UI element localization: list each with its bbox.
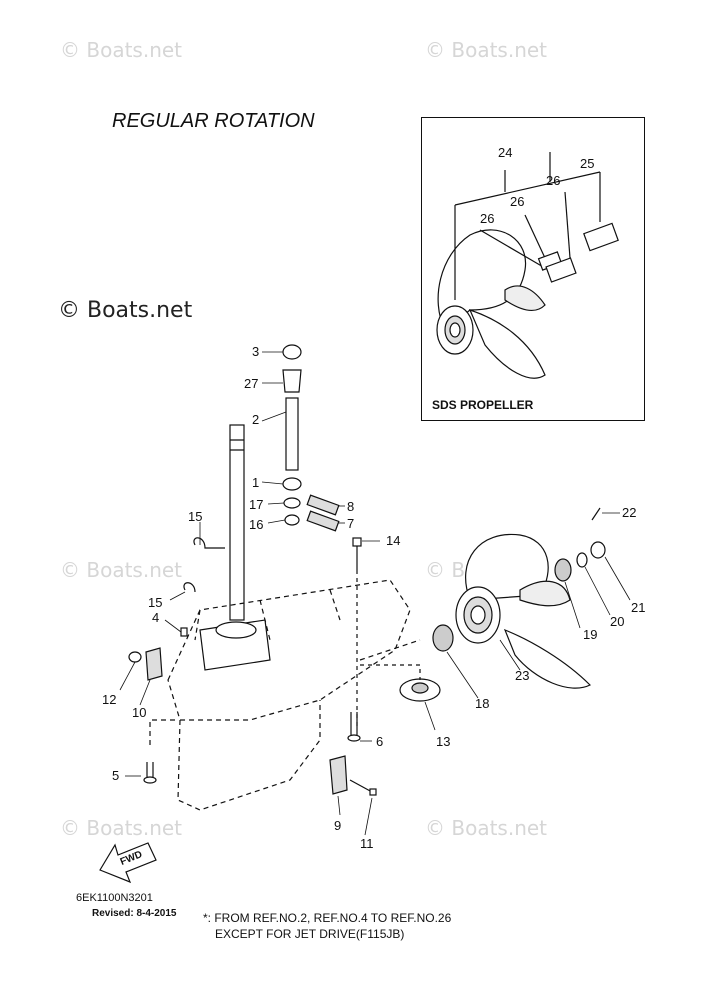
callout-20: 20 <box>610 614 625 629</box>
watermark: © Boats.net <box>60 558 183 582</box>
callout-3: 3 <box>252 344 260 359</box>
callout-13: 13 <box>436 734 451 749</box>
leader-lines <box>119 351 631 836</box>
bolt-part-11 <box>349 779 377 796</box>
watermark: © Boats.net <box>425 38 548 62</box>
main-propeller <box>455 533 592 689</box>
thrust-washer-13 <box>399 678 441 702</box>
callout-27: 27 <box>244 376 259 391</box>
callout-17: 17 <box>249 497 264 512</box>
water-pump-housing <box>199 619 271 671</box>
watermark-main: © Boats.net <box>58 298 193 323</box>
diagram-title: REGULAR ROTATION <box>112 110 315 132</box>
watermark: © Boats.net <box>425 816 548 840</box>
callout-24: 24 <box>498 145 513 160</box>
sds-propeller-inset: SDS PROPELLER <box>421 117 645 421</box>
footnote-line-1: *: FROM REF.NO.2, REF.NO.4 TO REF.NO.26 <box>203 911 452 925</box>
callout-26-b: 26 <box>510 194 525 209</box>
bolt-part-6 <box>347 712 361 742</box>
callout-15-bottom: 15 <box>148 595 163 610</box>
callout-25: 25 <box>580 156 595 171</box>
callout-1: 1 <box>252 475 260 490</box>
washer-20 <box>576 552 588 568</box>
inset-propeller <box>436 152 619 379</box>
callout-7: 7 <box>347 516 355 531</box>
callout-15-top: 15 <box>188 509 203 524</box>
anode-part-10 <box>145 647 163 681</box>
callout-22: 22 <box>622 505 637 520</box>
thrust-washer-18 <box>432 624 454 652</box>
callout-21: 21 <box>631 600 646 615</box>
callout-16: 16 <box>249 517 264 532</box>
footnote-line-2: EXCEPT FOR JET DRIVE(F115JB) <box>215 927 405 941</box>
inset-label: SDS PROPELLER <box>432 398 534 412</box>
callout-8: 8 <box>347 499 355 514</box>
footnote: *: FROM REF.NO.2, REF.NO.4 TO REF.NO.26 … <box>203 910 451 942</box>
nut-part-12 <box>128 651 142 663</box>
callout-4: 4 <box>152 610 160 625</box>
callout-26-c: 26 <box>480 211 495 226</box>
callout-5: 5 <box>112 768 120 783</box>
driveshaft <box>229 424 245 621</box>
cotter-pin-22 <box>591 507 601 521</box>
watermark: © Boats.net <box>60 816 183 840</box>
revised-date: Revised: 8-4-2015 <box>92 908 177 919</box>
lower-case-outline <box>149 579 421 811</box>
diagram-code: 6EK1100N3201 <box>76 892 153 904</box>
watermark: © Boats.net <box>60 38 183 62</box>
tube-part-2 <box>285 397 299 471</box>
callout-12: 12 <box>102 692 117 707</box>
clips-part-15 <box>183 537 225 593</box>
bolt-part-5 <box>143 762 157 784</box>
collar-part-3 <box>282 344 302 360</box>
spacer-19 <box>554 558 572 582</box>
callout-11: 11 <box>360 836 374 851</box>
callout-6: 6 <box>376 734 384 749</box>
seal-part-27 <box>282 369 302 393</box>
callout-19: 19 <box>583 627 598 642</box>
pin-part-4 <box>180 627 188 637</box>
callout-10: 10 <box>132 705 147 720</box>
rings-1-17-16 <box>282 477 302 526</box>
callout-23: 23 <box>515 668 530 683</box>
fwd-arrow-icon <box>99 842 157 884</box>
callout-9: 9 <box>334 818 342 833</box>
callout-18: 18 <box>475 696 490 711</box>
anode-part-9 <box>329 755 348 795</box>
leader-line-propshaft <box>360 664 421 680</box>
bolt-part-14 <box>352 537 362 570</box>
callout-2: 2 <box>252 412 260 427</box>
keys-7-8 <box>306 494 340 532</box>
nut-21 <box>590 541 606 559</box>
callout-14: 14 <box>386 533 401 548</box>
callout-26-a: 26 <box>546 173 561 188</box>
